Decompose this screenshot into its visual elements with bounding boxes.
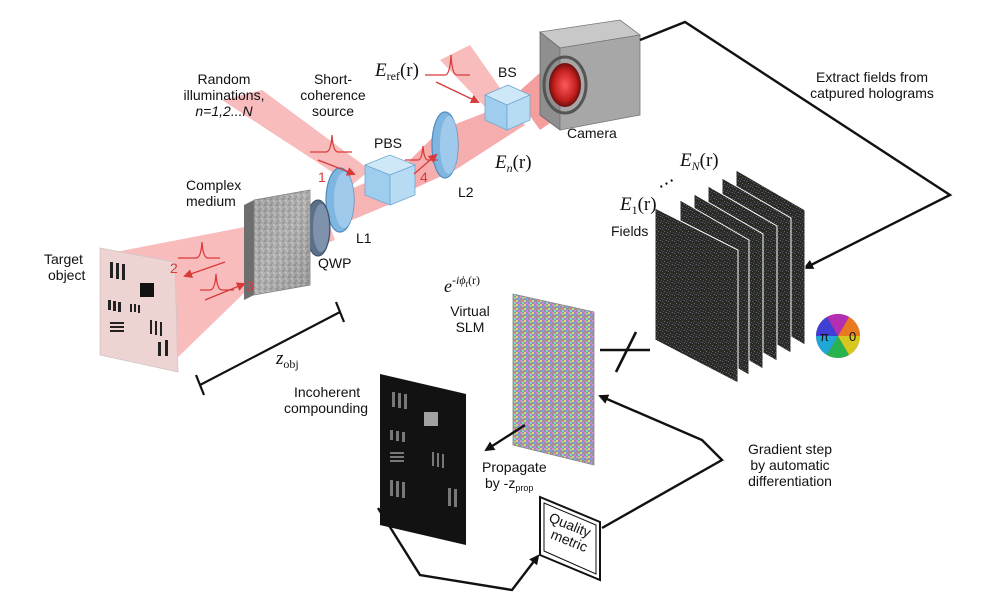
fields-stack [654,169,806,384]
target-label-2: object [48,267,85,283]
bs-cube [484,84,531,131]
slm-expression: e-iϕt(r) [444,273,480,296]
en-label: En(r) [494,152,532,175]
pulse-source [310,134,352,153]
qwp-plate [305,199,331,257]
target-label-1: Target [44,251,83,267]
camera [539,19,641,131]
phase-pi-label: π [820,329,829,344]
random-illum-3: n=1,2...N [195,103,253,119]
step-4-label: 4 [420,169,428,185]
virtual-slm [512,293,595,466]
to-quality-arrow [376,507,540,592]
camera-lens-ring [542,55,588,115]
resolution-bars [108,262,168,356]
complex-medium [244,189,311,300]
phase-zero-label: 0 [849,329,856,344]
incoh-label-2: compounding [284,400,368,416]
e1-label: E1(r) [619,194,657,217]
gradient-label-3: differentiation [748,473,832,489]
random-illum-1: Random [198,71,251,87]
pulse-2 [178,241,220,259]
step-3-label: 3 [246,278,254,294]
complex-label-1: Complex [186,177,241,193]
short-coh-2: coherence [300,87,366,103]
extract-arrow [639,20,953,270]
extract-label-2: catpured holograms [810,85,934,101]
arrow-eref [435,81,480,104]
pulse-4 [405,145,438,161]
source-beam [222,90,370,185]
pbs-label: PBS [374,135,402,151]
virtual-label-2: SLM [456,319,485,335]
arrow-2 [183,261,226,278]
propagate-label-1: Propagate [482,459,547,475]
quality-metric-box [539,495,601,582]
complex-label-2: medium [186,193,236,209]
incoh-label-1: Incoherent [294,384,360,400]
pbs-cube [363,154,417,206]
eN-label: EN(r) [679,150,719,173]
pulse-3 [200,273,234,291]
propagate-arrow [484,423,526,452]
incoherent-image [380,374,466,545]
short-coh-1: Short- [314,71,352,87]
arrow-1 [317,159,356,176]
gradient-arrow [598,394,724,530]
l1-label: L1 [356,230,372,246]
fields-label: Fields [611,223,648,239]
propagate-label-2: by -zprop [485,475,533,493]
eref-label: Eref(r) [374,60,419,83]
virtual-label-1: Virtual [450,303,489,319]
qwp-label: QWP [318,255,351,271]
pulse-eref [425,54,470,76]
gradient-label-2: by automatic [750,457,829,473]
fields-ellipsis: ⋯ [653,170,679,196]
random-illum-2: illuminations, [184,87,265,103]
target-object [99,247,179,373]
extract-label-1: Extract fields from [816,69,928,85]
camera-label: Camera [567,125,617,141]
step-2-label: 2 [170,260,178,276]
lens-l1 [325,167,355,233]
short-coh-3: source [312,103,354,119]
arrow-3 [204,282,246,301]
field-panel-1 [654,207,739,384]
camera-lens [549,63,581,107]
l2-label: L2 [458,184,474,200]
signal-beam [395,105,525,195]
lens-l2 [431,111,459,179]
bs-label: BS [498,64,517,80]
arrow-4 [413,153,438,175]
phase-colorwheel [816,314,860,358]
pulse-arrows [178,54,480,301]
zobj-dimension [194,301,346,396]
zobj-label: zobj [275,348,299,371]
step-1-label: 1 [318,169,326,185]
cut-line-slash [614,331,638,373]
gradient-label-1: Gradient step [748,441,832,457]
